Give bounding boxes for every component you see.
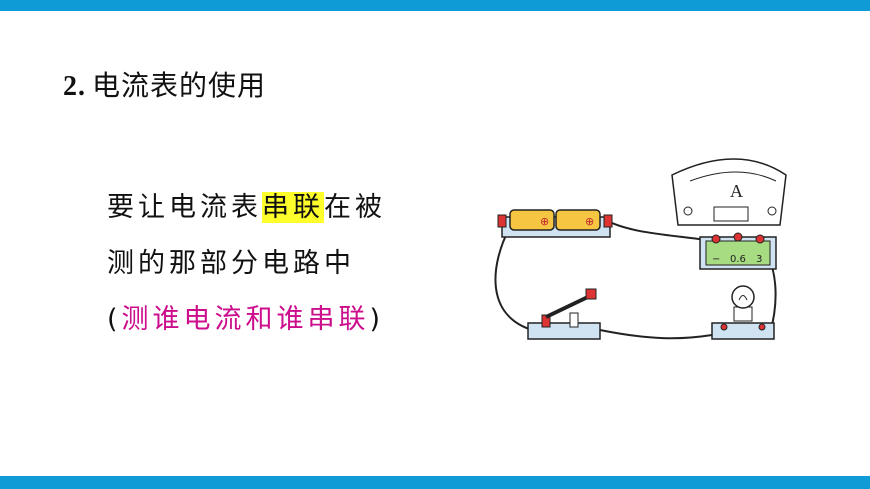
wire-battery-switch (494, 226, 533, 331)
knife-switch (527, 288, 601, 340)
battery-holder: ⊕ ⊕ (497, 209, 613, 238)
wire-switch-bulb (599, 329, 713, 340)
section-title: 2.电流表的使用 (63, 64, 266, 104)
highlighted-term: 串联 (262, 192, 324, 223)
terminal-minus: − (712, 254, 720, 265)
section-heading: 电流表的使用 (92, 69, 267, 102)
open-paren: ( (107, 304, 122, 335)
close-paren: ) (369, 304, 385, 335)
battery-mark-1: ⊕ (540, 215, 549, 228)
explanation-text: 要让电流表串联在被测的那部分电路中 (测谁电流和谁串联) (107, 180, 407, 348)
text-part-2: 在被测的那部分电路中 (107, 192, 386, 279)
bottom-accent-bar (0, 476, 870, 489)
terminal-3: 3 (756, 254, 762, 265)
ammeter-symbol: A (730, 181, 743, 201)
section-number: 2. (63, 71, 86, 102)
top-accent-bar (0, 0, 870, 11)
ammeter: A − 0.6 3 (671, 158, 787, 270)
text-part-1: 要让电流表 (107, 192, 262, 223)
battery-mark-2: ⊕ (585, 215, 594, 228)
pink-note: 测谁电流和谁串联 (121, 304, 370, 335)
light-bulb (711, 285, 775, 340)
terminal-0-6: 0.6 (730, 254, 746, 265)
circuit-diagram: ⊕ ⊕ A − 0.6 3 (494, 158, 787, 340)
